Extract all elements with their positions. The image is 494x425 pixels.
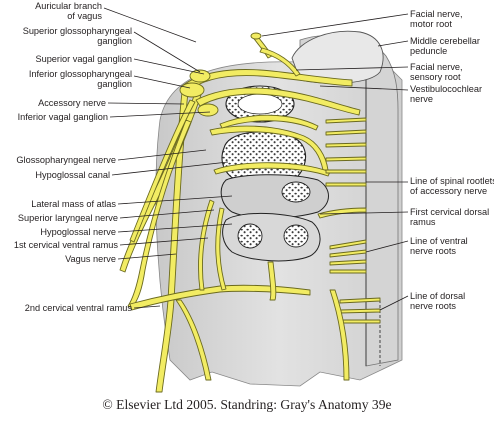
arch-nerve-1 [219,114,319,131]
lower-nerve-2 [329,289,350,381]
leader-line-8 [111,161,229,176]
vagal-ganglion [197,103,219,117]
leader-line-13 [117,253,177,260]
leader-line-10 [119,209,215,219]
arch-nerve-4 [215,207,227,291]
rootlet-3 [325,142,367,148]
label-first-cervical-ventral-ramus: 1st cervical ventral ramus [13,240,118,250]
facial-sensory-root [259,47,301,77]
leader-line-1 [103,7,197,43]
second-cervical-ramus [129,284,311,311]
nerve-fan-1 [129,99,196,243]
facial-root-tip [250,32,262,40]
label-facial-sensory-root: Facial nerve,sensory root [410,62,463,83]
leader-line-5 [107,102,185,105]
label-second-cervical-ventral-ramus: 2nd cervical ventral ramus [24,303,132,313]
leader-line-11 [117,223,233,233]
leader-line-21 [365,240,409,253]
leader-line-17 [295,66,409,71]
rootlet-2 [325,129,367,136]
label-lateral-mass-atlas: Lateral mass of atlas [31,199,116,209]
axis-foramen-right [283,224,309,248]
ventral-root-3 [329,259,367,266]
superior-ganglion [189,69,211,83]
label-accessory-nerve: Accessory nerve [38,98,106,108]
leader-line-16 [377,40,409,47]
rootlet-1 [325,117,367,124]
ventral-root-4 [329,269,367,274]
label-vagus-nerve: Vagus nerve [65,254,116,264]
atlas-small [281,181,311,203]
label-superior-vagal-ganglion: Superior vagal ganglion [35,54,132,64]
leader-line-2 [133,31,201,73]
arch-nerve-3 [198,199,215,291]
rootlet-5 [325,169,367,174]
leader-line-7 [117,149,207,161]
atlas-lateral-mass [220,174,329,219]
label-hypoglossal-canal: Hypoglossal canal [35,170,110,180]
dorsal-root-1 [339,297,381,304]
leader-line-3 [133,58,205,75]
label-hypoglossal-nerve: Hypoglossal nerve [40,227,116,237]
lower-nerve-3 [175,299,212,381]
label-glossopharyngeal-nerve: Glossopharyngeal nerve [16,155,116,165]
leader-line-18 [319,85,409,91]
label-inferior-vagal-ganglion: Inferior vagal ganglion [17,112,108,122]
leader-line-20 [319,211,409,215]
leader-line-9 [117,195,233,205]
rootlet-6 [325,182,367,187]
rootlet-4 [325,156,367,162]
leader-line-22 [379,295,409,311]
upper-cluster [181,69,353,93]
leader-line-14 [133,305,161,309]
leader-line-6 [109,111,211,118]
ventral-root-1 [329,239,367,250]
upper-cluster-2 [195,87,361,116]
dorsal-ramus [317,207,367,219]
arch-nerve-2 [213,162,331,177]
copyright-caption: © Elsevier Ltd 2005. Standring: Gray's A… [102,397,392,412]
dorsal-root-2 [339,308,381,314]
ventral-root-2 [329,249,367,258]
leader-lines [103,7,409,311]
bone-top-inner [237,93,283,115]
leader-line-12 [119,237,209,246]
label-facial-motor-root: Facial nerve,motor root [410,9,463,30]
lower-nerve-1 [267,261,277,301]
inferior-ganglion [179,82,205,98]
label-superior-laryngeal-nerve: Superior laryngeal nerve [17,213,118,223]
leader-line-15 [261,13,409,37]
leader-line-4 [133,75,191,89]
dorsal-root-3 [339,319,381,324]
axis-foramen-left [237,223,263,249]
